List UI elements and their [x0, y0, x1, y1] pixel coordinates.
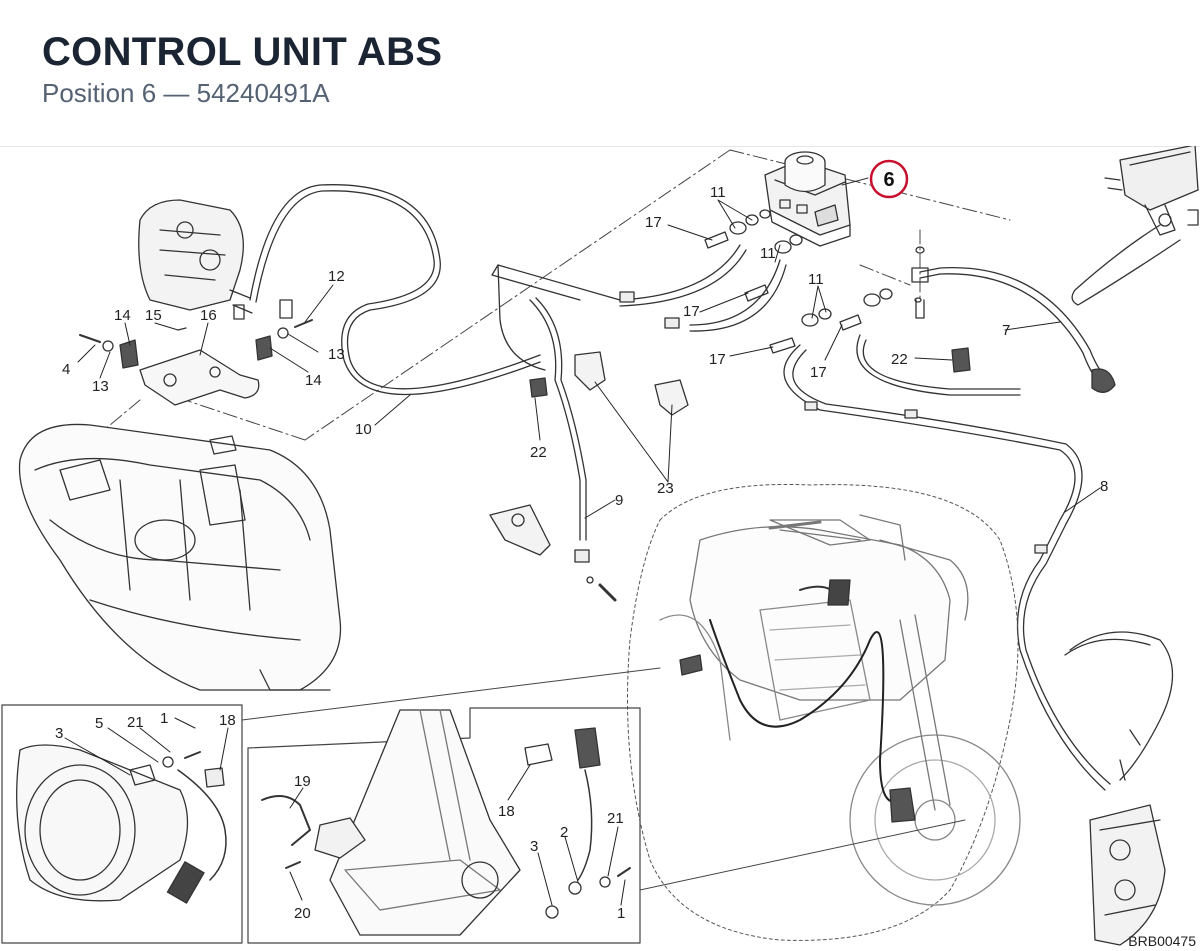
page-subtitle: Position 6 — 54240491A — [42, 78, 330, 108]
callout-label: 16 — [200, 307, 217, 324]
callout-label: 11 — [808, 271, 824, 288]
callout-label: 3 — [55, 725, 63, 742]
front-caliper[interactable] — [1064, 631, 1174, 946]
callout-label: 11 — [710, 184, 726, 201]
callout-labels: 11 17 11 17 11 17 17 7 22 12 13 14 14 15… — [55, 184, 1108, 922]
callout-label: 17 — [645, 214, 662, 231]
callout-label: 12 — [328, 268, 345, 285]
callout-label: 10 — [355, 421, 372, 438]
callout-label: 21 — [607, 810, 624, 827]
callout-label: 15 — [145, 307, 162, 324]
callout-label: 5 — [95, 715, 103, 732]
leader-lines — [64, 199, 1101, 906]
callout-label-6: 6 — [883, 169, 894, 191]
callout-label: 11 — [760, 245, 776, 262]
rear-frame-section — [18, 423, 342, 691]
inset-sensor-left — [1, 667, 661, 944]
clips[interactable] — [529, 351, 689, 416]
callout-label: 21 — [127, 714, 144, 731]
inset-sensor-right — [247, 707, 966, 944]
callout-highlighted[interactable]: 6 — [869, 159, 909, 199]
callout-label: 7 — [1002, 322, 1010, 339]
callout-label: 2 — [560, 824, 568, 841]
callout-label: 14 — [114, 307, 131, 324]
motorcycle-outline — [627, 483, 1021, 941]
callout-label: 8 — [1100, 478, 1108, 495]
callout-label: 23 — [657, 480, 674, 497]
rear-caliper-group[interactable] — [79, 199, 313, 406]
brake-lines — [249, 184, 1116, 791]
callout-label: 22 — [530, 444, 547, 461]
drawing-reference-code: BRB00475 — [1128, 933, 1196, 949]
callout-label: 19 — [294, 773, 311, 790]
callout-label: 20 — [294, 905, 311, 922]
callout-label: 3 — [530, 838, 538, 855]
rear-master-cylinder[interactable] — [489, 504, 617, 602]
callout-label: 1 — [160, 710, 168, 727]
page-header: CONTROL UNIT ABS Position 6 — 54240491A — [0, 0, 1200, 147]
exploded-parts-diagram: 6 11 17 11 17 11 17 17 7 22 12 13 14 14 … — [0, 146, 1200, 951]
banjo-fittings[interactable] — [704, 209, 929, 354]
front-master-cylinder[interactable] — [1071, 146, 1199, 306]
callout-label: 1 — [617, 905, 625, 922]
callout-label: 14 — [305, 372, 322, 389]
callout-label: 13 — [92, 378, 109, 395]
grommet-right[interactable] — [951, 347, 971, 373]
callout-label: 17 — [810, 364, 827, 381]
assembly-outline — [79, 149, 1011, 451]
callout-label: 13 — [328, 346, 345, 363]
diagram-canvas: 6 11 17 11 17 11 17 17 7 22 12 13 14 14 … — [1, 146, 1199, 946]
callout-label: 18 — [219, 712, 236, 729]
callout-label: 17 — [683, 303, 700, 320]
callout-label: 22 — [891, 351, 908, 368]
callout-label: 18 — [498, 803, 515, 820]
page-title: CONTROL UNIT ABS — [42, 30, 443, 74]
callout-label: 17 — [709, 351, 726, 368]
callout-label: 9 — [615, 492, 623, 509]
abs-control-unit[interactable] — [764, 151, 869, 247]
callout-label: 4 — [62, 361, 70, 378]
